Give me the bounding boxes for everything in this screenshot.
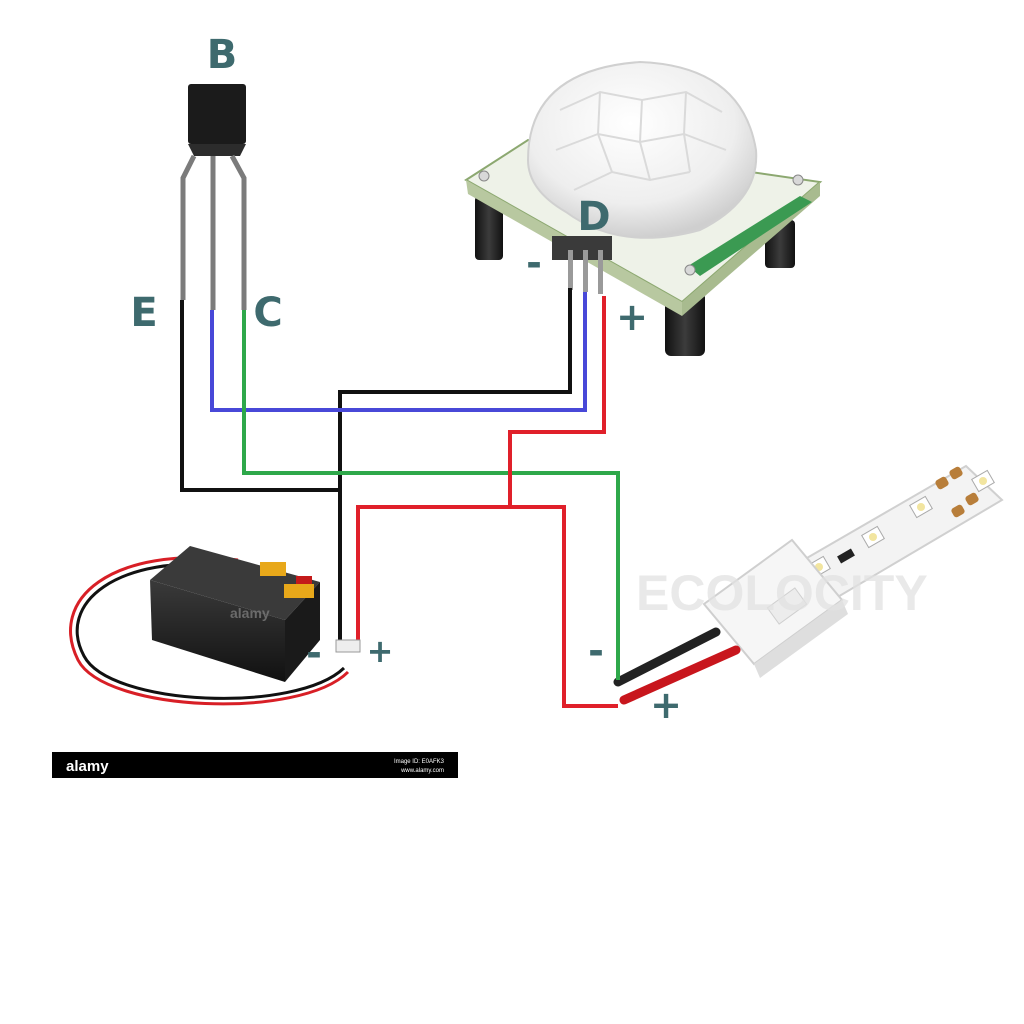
- pir-pin-vcc: [598, 250, 603, 294]
- led-chip: [909, 495, 933, 519]
- led-strip-watermark: ECOLOCITY: [636, 565, 928, 621]
- led-resistor: [837, 548, 855, 564]
- label-battery-minus: -: [306, 631, 322, 675]
- wire-red-battery-strip: [356, 505, 618, 708]
- pir-pin-output: [583, 250, 588, 292]
- battery-terminal: [260, 562, 286, 576]
- label-base: B: [207, 32, 238, 78]
- alamy-footer: alamy Image ID: E0AFK3 www.alamy.com: [52, 752, 458, 778]
- battery: alamy: [69, 546, 350, 706]
- alamy-image-id: Image ID: E0AFK3: [394, 759, 445, 765]
- transistor-leg-collector: [229, 154, 247, 310]
- solder-pads: [935, 466, 979, 518]
- battery-front: [150, 580, 285, 682]
- alamy-logo: alamy: [66, 758, 109, 775]
- label-collector: C: [253, 290, 282, 336]
- wire-black-emitter-ground: [180, 288, 572, 492]
- led-cable-black: [613, 627, 721, 687]
- label-battery-plus: +: [367, 632, 394, 670]
- battery-brand-watermark: alamy: [230, 605, 270, 621]
- label-pir-plus: +: [616, 295, 648, 339]
- label-emitter: E: [130, 290, 157, 336]
- alamy-footer-bar: [52, 752, 458, 778]
- alamy-site: www.alamy.com: [400, 768, 444, 774]
- pir-pin-ground: [568, 250, 573, 290]
- transistor-body: [188, 84, 246, 144]
- battery-loop-wire-red: [69, 556, 350, 706]
- led-cable-red: [619, 645, 741, 705]
- wire-green-collector-strip: [242, 310, 620, 680]
- transistor-leg-emitter: [180, 154, 197, 300]
- battery-terminal: [284, 584, 314, 598]
- label-drain: D: [577, 194, 610, 240]
- battery-side: [285, 582, 320, 682]
- led-chip: [861, 525, 885, 549]
- wires: [180, 288, 620, 708]
- wire-red-pir-vcc: [508, 296, 606, 507]
- led-strip: ECOLOCITY: [613, 464, 1004, 705]
- label-pir-minus: -: [526, 241, 542, 285]
- pir-sensor: [464, 60, 823, 356]
- label-strip-plus: +: [650, 683, 682, 727]
- label-strip-minus: -: [588, 629, 604, 673]
- transistor: [180, 84, 247, 310]
- led-chip: [971, 469, 995, 493]
- pir-capacitor: [475, 196, 503, 260]
- battery-top: [150, 546, 320, 620]
- battery-loop-wire-black: [75, 562, 346, 700]
- wire-blue-base-output: [210, 292, 587, 412]
